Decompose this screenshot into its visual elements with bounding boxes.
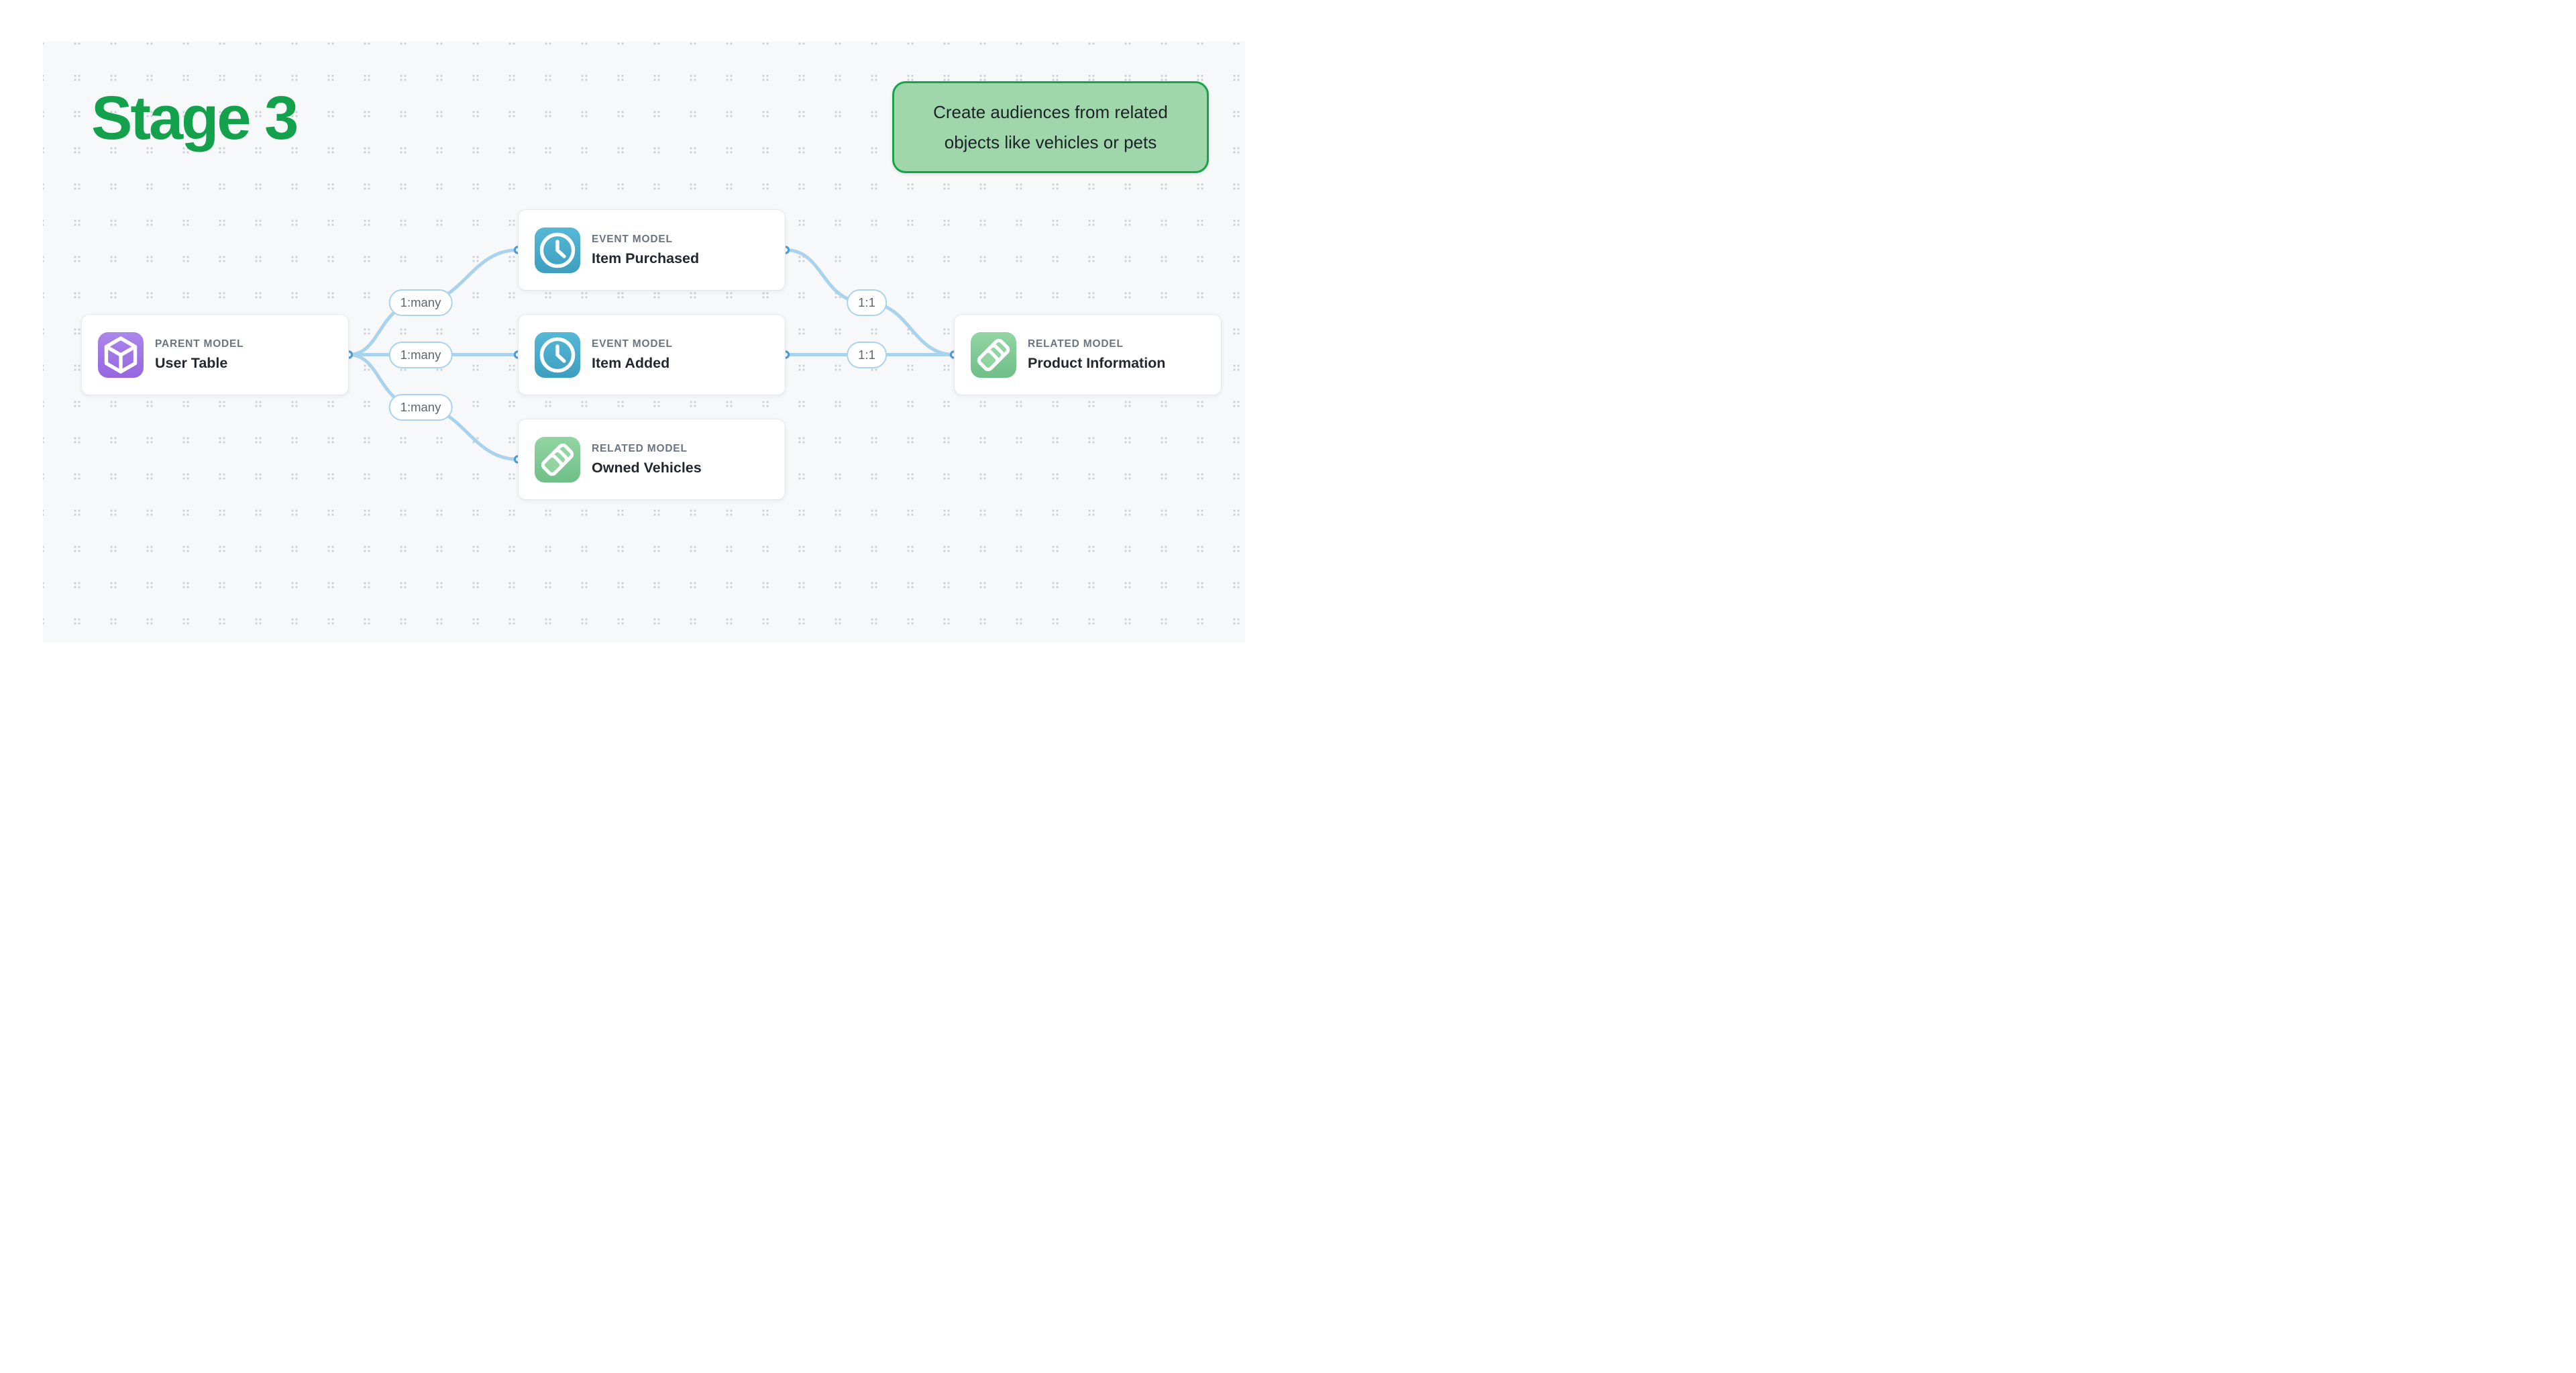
layers-icon (535, 436, 580, 482)
node-name: Item Purchased (592, 250, 700, 266)
node-card-owned-vehicles[interactable]: RELATED MODEL Owned Vehicles (518, 419, 786, 500)
node-card-item-added[interactable]: EVENT MODEL Item Added (518, 314, 786, 395)
cube-icon (98, 332, 144, 378)
edge-label-pill: 1:many (388, 393, 453, 421)
clock-icon (535, 332, 580, 378)
diagram-canvas[interactable]: Stage 3 Create audiences from related ob… (43, 42, 1245, 643)
node-name: Owned Vehicles (592, 459, 702, 476)
node-type-label: RELATED MODEL (1028, 338, 1124, 350)
callout-line-1: Create audiences from related (933, 101, 1168, 122)
edge-label-pill: 1:many (388, 341, 453, 368)
slide: Stage 3 Create audiences from related ob… (0, 0, 1288, 686)
edge-label-pill: 1:many (388, 289, 453, 316)
node-card-user-table[interactable]: PARENT MODEL User Table (81, 314, 349, 395)
node-name: Product Information (1028, 354, 1166, 371)
node-type-label: PARENT MODEL (155, 338, 244, 350)
node-card-item-purchased[interactable]: EVENT MODEL Item Purchased (518, 209, 786, 291)
node-name: Item Added (592, 354, 670, 371)
edge-label-pill: 1:1 (847, 289, 887, 316)
edge-label-pill: 1:1 (847, 341, 887, 368)
page-title: Stage 3 (91, 84, 299, 152)
node-type-label: EVENT MODEL (592, 233, 673, 245)
clock-icon (535, 227, 580, 273)
node-type-label: EVENT MODEL (592, 338, 673, 350)
callout-line-2: objects like vehicles or pets (944, 132, 1157, 152)
node-name: User Table (155, 354, 228, 371)
node-type-label: RELATED MODEL (592, 442, 688, 454)
node-card-product-information[interactable]: RELATED MODEL Product Information (954, 314, 1222, 395)
callout-note: Create audiences from related objects li… (892, 81, 1209, 173)
layers-icon (971, 332, 1016, 378)
